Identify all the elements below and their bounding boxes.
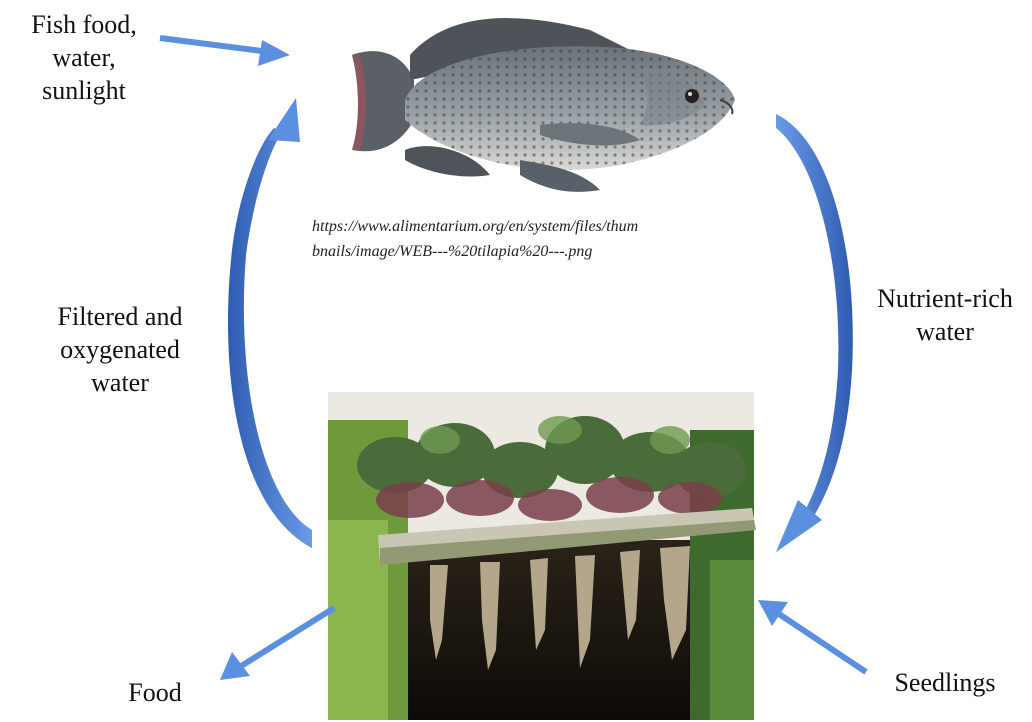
- label-line: Filtered and: [20, 300, 220, 333]
- fish-image-caption: https://www.alimentarium.org/en/system/f…: [312, 214, 772, 264]
- label-fish-inputs: Fish food, water, sunlight: [0, 8, 168, 107]
- label-line: sunlight: [0, 74, 168, 107]
- caption-line: bnails/image/WEB---%20tilapia%20---.png: [312, 239, 772, 264]
- caption-line: https://www.alimentarium.org/en/system/f…: [312, 214, 772, 239]
- arrow-filtered-water: [228, 98, 312, 548]
- arrow-nutrient-water: [776, 114, 853, 552]
- arrow-to-food: [220, 608, 334, 680]
- arrow-inputs-to-fish: [160, 38, 290, 66]
- label-line: Fish food,: [0, 8, 168, 41]
- label-line: water,: [0, 41, 168, 74]
- label-line: water: [850, 315, 1032, 348]
- label-line: water: [20, 366, 220, 399]
- plants-image: [328, 392, 756, 720]
- arrow-seedlings: [758, 600, 866, 672]
- fish-image: [352, 18, 735, 192]
- label-filtered-water: Filtered and oxygenated water: [20, 300, 220, 399]
- label-line: oxygenated: [20, 333, 220, 366]
- label-line: Nutrient-rich: [850, 282, 1032, 315]
- label-seedlings: Seedlings: [870, 666, 1020, 699]
- label-food: Food: [100, 676, 210, 709]
- label-nutrient-water: Nutrient-rich water: [850, 282, 1032, 348]
